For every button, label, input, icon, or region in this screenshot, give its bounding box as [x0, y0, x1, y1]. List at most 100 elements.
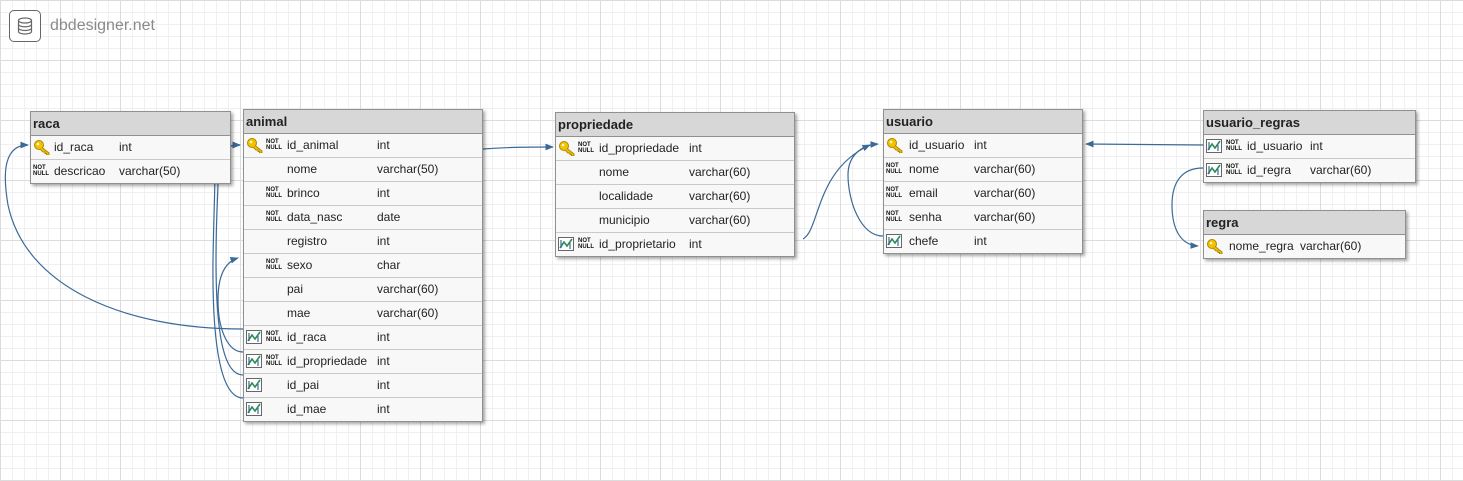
column-type: varchar(50) — [119, 164, 181, 178]
column-name: id_regra — [1247, 163, 1292, 177]
column-name: id_proprietario — [599, 237, 676, 251]
database-icon — [9, 10, 41, 42]
table-header[interactable]: usuario — [884, 110, 1082, 134]
column-name: nome — [599, 165, 630, 179]
column-name: mae — [287, 306, 311, 320]
column-type: varchar(60) — [974, 186, 1036, 200]
column-type: int — [974, 234, 987, 248]
primary-key-icon — [33, 136, 51, 158]
column-row[interactable]: nome varchar(50) — [244, 158, 482, 182]
column-name: id_usuario — [1247, 139, 1303, 153]
rel-usuario-regras[interactable] — [1085, 140, 1204, 148]
rel-regra-regras[interactable] — [1171, 167, 1204, 249]
column-row[interactable]: nome varchar(60) — [556, 161, 794, 185]
foreign-key-icon — [246, 326, 262, 348]
column-name: data_nasc — [287, 210, 343, 224]
column-name: id_usuario — [909, 138, 965, 152]
column-type: varchar(60) — [689, 189, 751, 203]
column-type: int — [974, 138, 987, 152]
foreign-key-icon — [246, 398, 262, 420]
column-type: int — [377, 354, 390, 368]
column-type: varchar(60) — [1300, 239, 1362, 253]
primary-key-icon — [1206, 235, 1224, 257]
column-type: int — [377, 186, 390, 200]
table-header[interactable]: regra — [1204, 211, 1405, 235]
primary-key-icon — [558, 137, 576, 159]
rel-proprietario-usuario[interactable] — [802, 144, 871, 240]
column-type: varchar(50) — [377, 162, 439, 176]
column-type: varchar(60) — [377, 282, 439, 296]
column-type: varchar(60) — [689, 165, 751, 179]
column-name: id_mae — [287, 402, 327, 416]
column-row[interactable]: registro int — [244, 230, 482, 254]
column-name: id_pai — [287, 378, 320, 392]
column-row[interactable]: chefe int — [884, 230, 1082, 253]
column-name: nome — [287, 162, 318, 176]
column-name: chefe — [909, 234, 939, 248]
column-name: registro — [287, 234, 328, 248]
foreign-key-icon — [246, 350, 262, 372]
foreign-key-icon — [558, 233, 574, 255]
brand-logo[interactable]: dbdesigner.net — [9, 10, 155, 42]
column-type: date — [377, 210, 401, 224]
rel-raca-animal[interactable] — [4, 141, 244, 330]
table-header[interactable]: usuario_regras — [1204, 111, 1415, 135]
column-name: id_raca — [287, 330, 327, 344]
column-name: id_propriedade — [599, 141, 680, 155]
column-name: nome — [909, 162, 940, 176]
column-type: int — [377, 138, 390, 152]
table-header[interactable]: animal — [244, 110, 482, 134]
rel-animal-propriedade[interactable] — [482, 143, 554, 151]
column-type: int — [377, 234, 390, 248]
column-row[interactable]: id_usuario int — [884, 134, 1082, 158]
column-name: id_raca — [54, 140, 94, 154]
rel-propriedade-animal[interactable] — [217, 257, 244, 353]
table-header[interactable]: propriedade — [556, 113, 794, 137]
rel-chefe-usuario[interactable] — [847, 141, 884, 237]
column-name: brinco — [287, 186, 320, 200]
column-name: senha — [909, 210, 942, 224]
column-name: sexo — [287, 258, 313, 272]
primary-key-icon — [886, 134, 904, 156]
table-header[interactable]: raca — [31, 112, 230, 136]
column-type: varchar(60) — [1310, 163, 1372, 177]
foreign-key-icon — [1206, 135, 1222, 157]
